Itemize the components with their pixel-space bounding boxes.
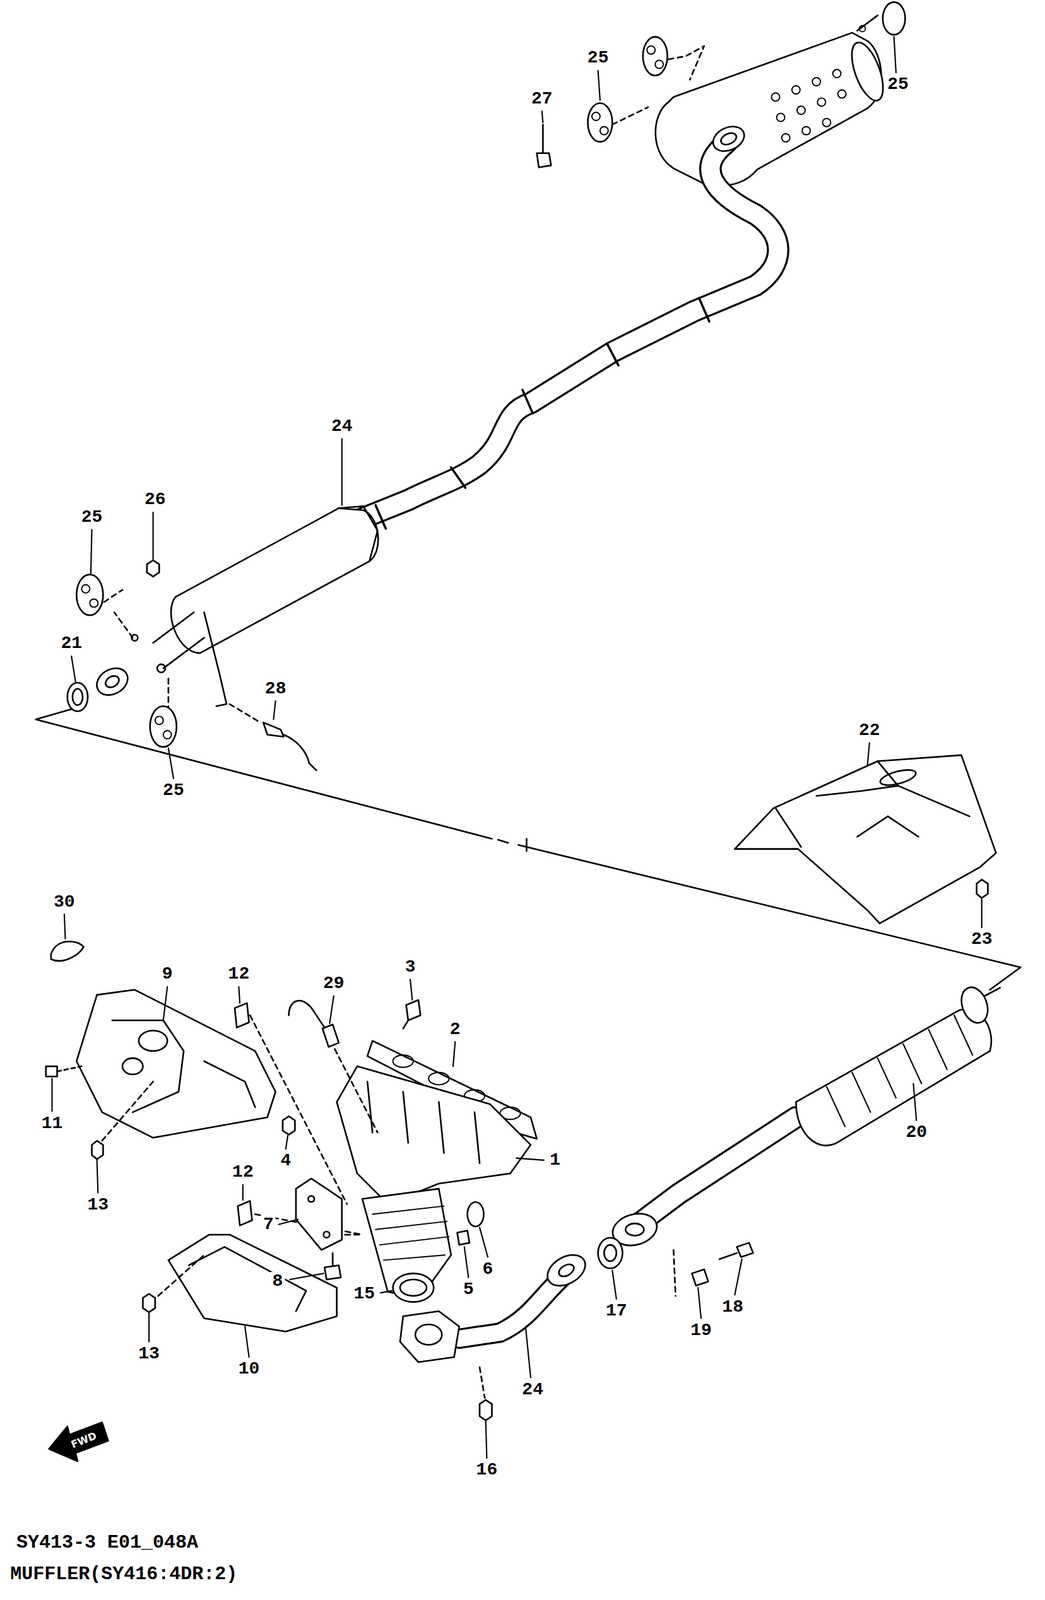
- callout-number: 25: [79, 507, 105, 527]
- callout-number: 8: [270, 1272, 285, 1292]
- callout-number: 25: [160, 781, 187, 801]
- callout-number: 3: [403, 957, 418, 977]
- callout-number: 12: [230, 1163, 256, 1182]
- callout-number: 24: [519, 1380, 546, 1400]
- callout-number: 23: [969, 930, 995, 950]
- callout-number: 2: [448, 1020, 463, 1040]
- callout-number: 17: [603, 1301, 630, 1321]
- callout-number: 16: [474, 1460, 500, 1480]
- callout-number: 25: [585, 48, 611, 68]
- callout-number: 25: [885, 75, 911, 95]
- callout-number: 20: [903, 1123, 929, 1143]
- callout-number: 11: [39, 1114, 65, 1134]
- callout-number: 26: [142, 490, 168, 510]
- callout-number: 30: [51, 892, 77, 912]
- callout-number: 27: [529, 89, 555, 109]
- callout-number: 24: [329, 417, 355, 437]
- caption-text: MUFFLER(SY416:4DR:2): [10, 1564, 238, 1584]
- callout-number: 1: [547, 1151, 563, 1170]
- callout-number: 13: [136, 1344, 162, 1364]
- callout-number: 19: [688, 1321, 714, 1341]
- callout-number: 13: [85, 1195, 111, 1215]
- callout-number: 28: [263, 679, 289, 699]
- callout-number: 21: [58, 634, 84, 654]
- callout-number: 9: [160, 964, 175, 984]
- callout-number: 4: [278, 1151, 293, 1171]
- callout-number: 29: [321, 974, 347, 994]
- callout-number: 10: [236, 1359, 262, 1379]
- callout-number: 22: [856, 721, 883, 741]
- callout-number: 6: [480, 1260, 496, 1280]
- callout-number: 15: [352, 1284, 378, 1304]
- callout-number: 12: [226, 964, 252, 984]
- caption-text: SY413-3 E01_048A: [16, 1533, 199, 1553]
- callout-number: 18: [720, 1298, 746, 1317]
- callout-number: 7: [261, 1215, 276, 1235]
- callout-number: 5: [461, 1280, 476, 1300]
